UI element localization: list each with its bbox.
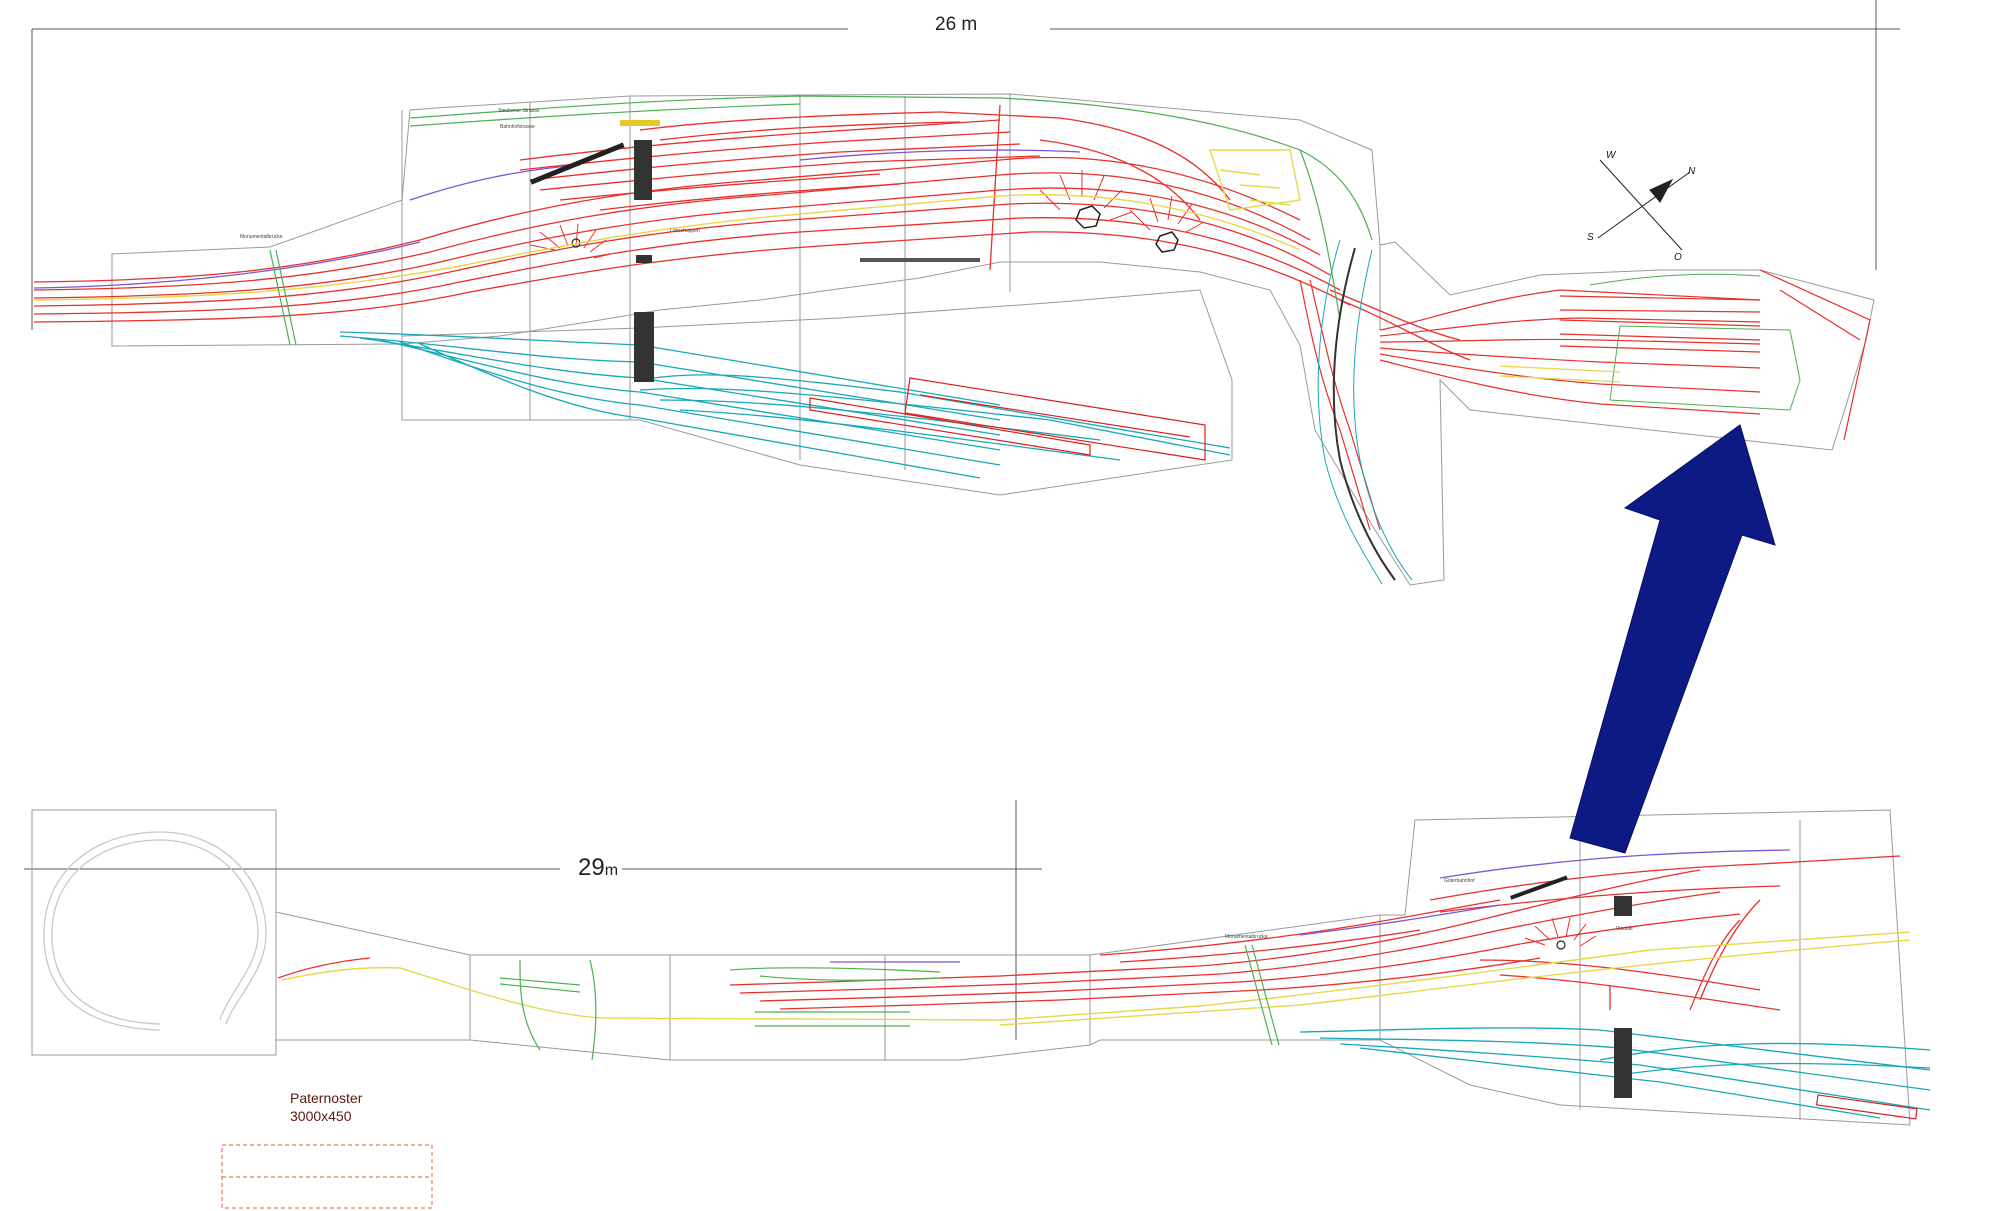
paternoster-label: Paternoster [290, 1090, 363, 1106]
top-station-building [1589, 273, 1801, 411]
top-layout-baseboard [111, 93, 1875, 586]
top-terminus-station [1379, 269, 1871, 441]
top-main-tracks [33, 104, 1471, 361]
top-area-label-3: Lokschuppen [670, 228, 700, 234]
top-goods-shed [809, 377, 1206, 461]
bottom-goods-shed [1815, 1094, 1918, 1120]
compass-n: N [1688, 166, 1696, 177]
paternoster-size: 3000x450 [290, 1108, 352, 1124]
bottom-bridge-label: Monumentalbrücke [1225, 934, 1268, 940]
top-dimension-line [31, 0, 1900, 330]
top-yellow-line [33, 149, 1301, 301]
bottom-green-line [499, 944, 1280, 1061]
top-platform-dark-2 [860, 258, 980, 262]
top-river [1332, 247, 1396, 581]
top-river-banks [1317, 239, 1413, 585]
top-crossing-markers [620, 120, 660, 382]
top-turntable-3 [1155, 231, 1179, 253]
bottom-dimension-line [24, 800, 1042, 1040]
compass-rose [1597, 159, 1691, 251]
bottom-main-tracks [277, 855, 1901, 1011]
top-platform-dark [530, 142, 625, 185]
bottom-helix-loop [43, 831, 267, 1031]
top-dimension-label: 26 m [935, 14, 978, 35]
top-road-bridge [1299, 279, 1381, 531]
bottom-teal-yard [1299, 1027, 1931, 1119]
direction-arrow[interactable] [1569, 424, 1776, 854]
bottom-dimension-unit: m [604, 862, 619, 879]
top-area-label-2: Bahnhofstrasse [500, 124, 535, 130]
top-turntable-2 [1075, 205, 1101, 229]
compass-o: O [1674, 252, 1682, 263]
bottom-dimension-value: 29 [578, 854, 605, 881]
bottom-area-label-2: Viadukt [1616, 926, 1633, 932]
top-roundhouse-1 [529, 223, 611, 259]
bottom-roundhouse [1524, 917, 1597, 947]
bottom-turntable [1556, 940, 1566, 950]
top-bridge-label: Monumentalbrücke [240, 234, 283, 240]
compass-w: W [1606, 150, 1617, 161]
top-yard-tracks [339, 331, 1231, 479]
bottom-area-label-1: Güterbahnhof [1444, 878, 1475, 884]
bottom-crossing-markers [1614, 896, 1632, 1098]
bottom-platform-dark [1510, 875, 1568, 900]
top-purple-line [33, 149, 1081, 289]
bottom-yellow-line [281, 931, 1911, 1026]
compass-s: S [1587, 232, 1594, 243]
top-green-line [269, 95, 1373, 346]
bottom-purple-line [830, 849, 1791, 963]
bottom-layout-baseboard [31, 809, 1911, 1126]
top-area-label-1: Steubener Strasse [498, 108, 540, 114]
top-yellow-platform-2 [1499, 365, 1621, 383]
bottom-dimension-label: 29m [578, 854, 618, 882]
top-roundhouse-2 [1039, 170, 1133, 221]
